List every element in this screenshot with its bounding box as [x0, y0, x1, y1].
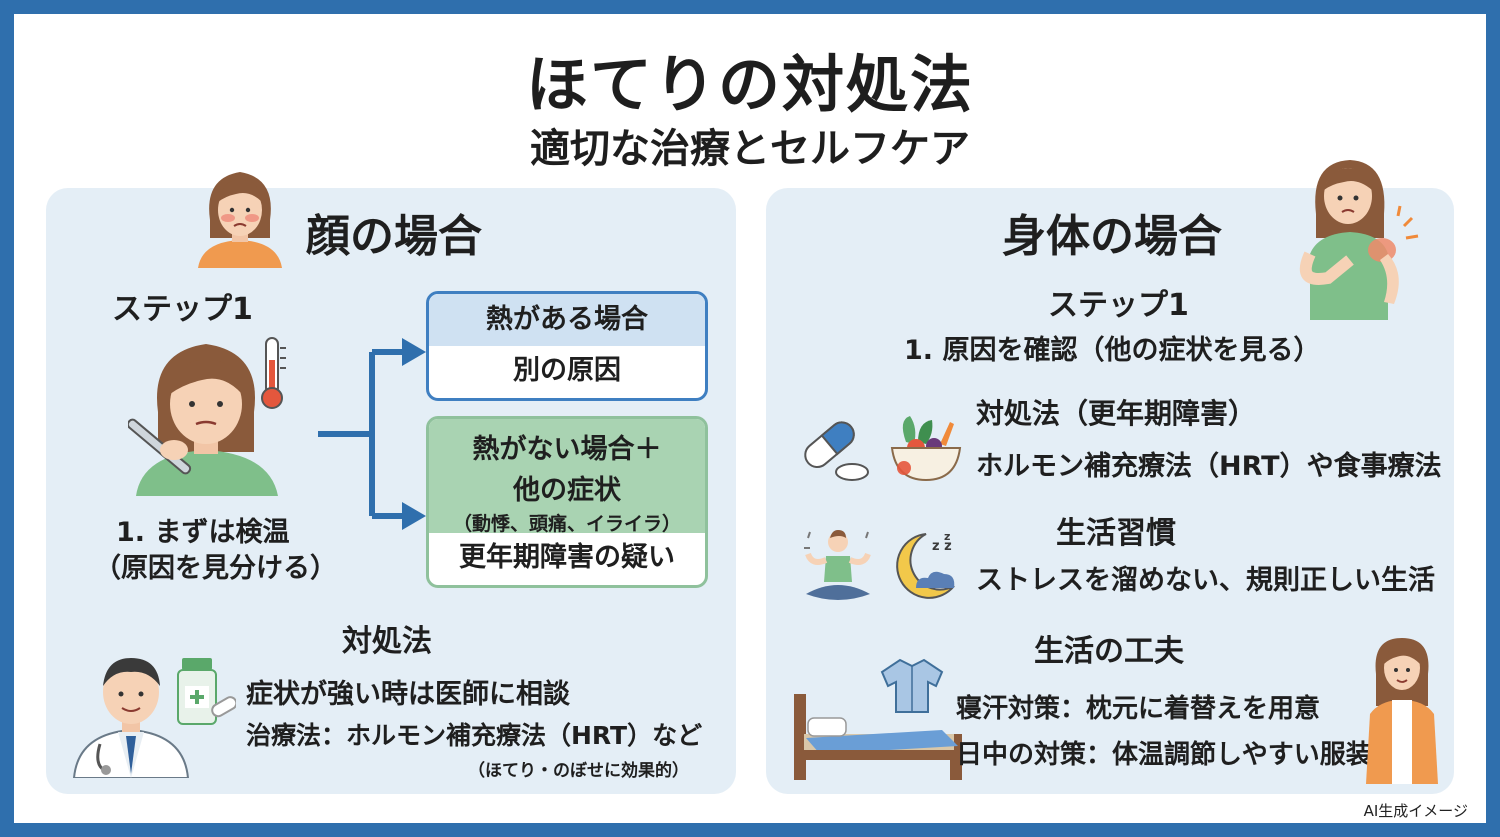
body-remedy-heading: 対処法（更年期障害）	[976, 397, 1257, 430]
no-fever-box: 熱がない場合＋ 他の症状 （動悸、頭痛、イライラ） 更年期障害の疑い	[426, 416, 708, 588]
ai-generated-note: AI生成イメージ	[1363, 802, 1468, 820]
branch-arrows	[318, 338, 426, 530]
bed-icon	[794, 694, 962, 780]
fever-box: 熱がある場合 別の原因	[426, 291, 708, 401]
face-step-text-2: （原因を見分ける）	[94, 553, 337, 584]
page-title: ほてりの対処法	[525, 48, 974, 121]
face-remedy-2: 治療法：ホルモン補充療法（HRT）など	[246, 721, 703, 750]
vegetable-bowl-icon	[890, 416, 962, 482]
flushed-woman-icon	[198, 172, 282, 268]
fever-box-body: 別の原因	[513, 355, 621, 386]
no-fever-box-head: 熱がない場合＋ 他の症状 （動悸、頭痛、イライラ）	[429, 419, 705, 535]
medicine-bottle-icon	[177, 658, 236, 725]
face-heading: 顔の場合	[306, 211, 482, 262]
svg-text:z z: z z	[932, 539, 952, 554]
body-step-label: ステップ1	[1048, 288, 1189, 323]
no-fever-head-line-2: 他の症状	[513, 475, 621, 506]
shirt-icon	[880, 658, 944, 713]
tips-1: 寝汗対策：枕元に着替えを用意	[956, 694, 1321, 724]
face-step-label: ステップ1	[112, 292, 253, 327]
woman-shoulder-pain-icon	[1299, 160, 1419, 320]
woman-cardigan-icon	[1366, 638, 1438, 784]
moon-sleep-icon: z z z	[896, 530, 955, 599]
no-fever-box-body: 更年期障害の疑い	[459, 542, 675, 573]
doctor-icon	[72, 658, 190, 778]
face-remedy-note: （ほてり・のぼせに効果的）	[468, 761, 689, 781]
meditation-icon	[804, 530, 871, 600]
face-remedy-heading: 対処法	[342, 624, 432, 659]
svg-text:z: z	[944, 530, 950, 543]
page-subtitle: 適切な治療とセルフケア	[530, 126, 970, 172]
woman-thermometer-icon	[128, 344, 278, 496]
fever-box-head: 熱がある場合	[429, 294, 705, 346]
body-remedy-text: ホルモン補充療法（HRT）や食事療法	[976, 451, 1442, 482]
body-step-text: 1. 原因を確認（他の症状を見る）	[904, 335, 1321, 366]
face-step-text-1: 1. まずは検温	[116, 517, 290, 548]
tips-heading: 生活の工夫	[1034, 634, 1184, 669]
no-fever-head-line-1: 熱がない場合＋	[472, 434, 662, 465]
face-remedy-1: 症状が強い時は医師に相談	[246, 679, 570, 710]
habit-text: ストレスを溜めない、規則正しい生活	[976, 565, 1435, 596]
no-fever-head-note: （動悸、頭痛、イライラ）	[452, 513, 681, 535]
body-heading: 身体の場合	[1002, 211, 1222, 262]
thermometer-icon	[261, 337, 286, 409]
tips-2: 日中の対策：体温調節しやすい服装	[956, 740, 1372, 770]
pill-capsule-icon	[804, 421, 869, 481]
habit-heading: 生活習慣	[1056, 516, 1176, 551]
